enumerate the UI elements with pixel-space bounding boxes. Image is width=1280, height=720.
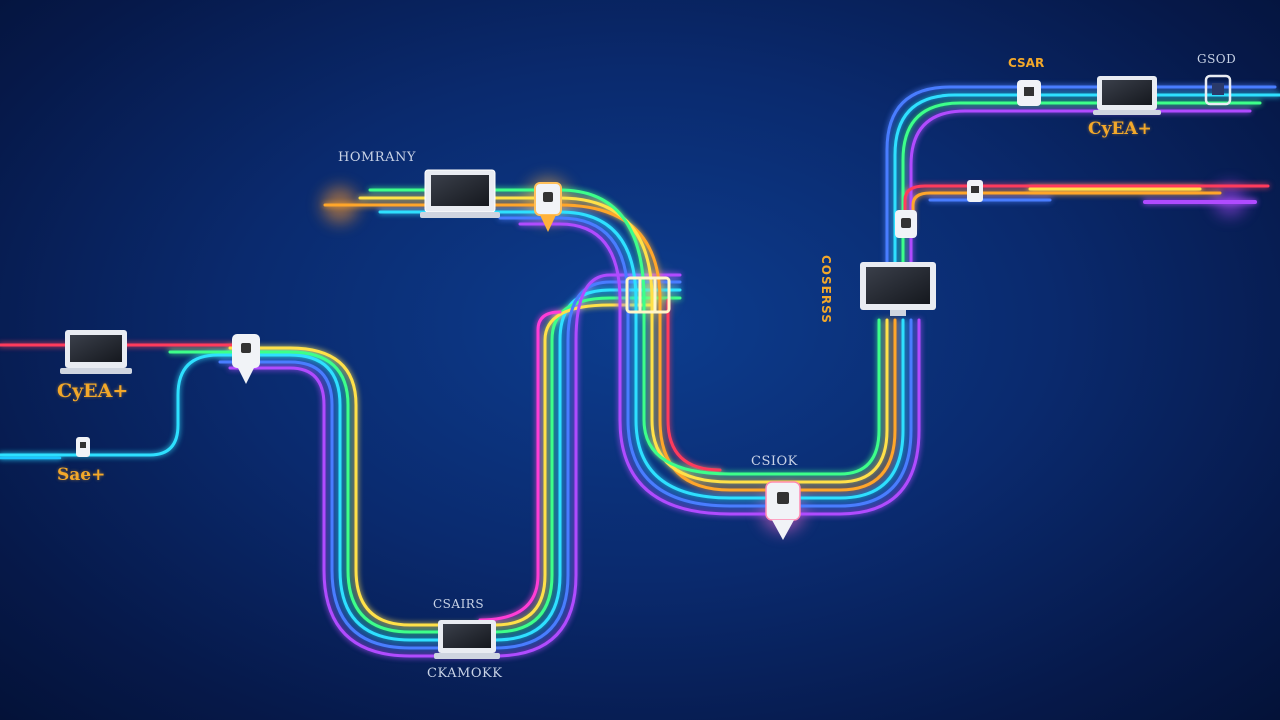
label-top-right-far: GSOD [1197, 52, 1237, 66]
laptop-bottom-icon [434, 620, 500, 659]
cable-bundle-right [885, 85, 1280, 272]
plug-left-small-icon [76, 437, 90, 457]
label-top-right-small: CSAR [1008, 56, 1045, 70]
label-vertical-right: COSERSS [819, 255, 833, 324]
label-center-bottom-node: CSIOK [751, 454, 798, 469]
cable-bundle-center [323, 188, 921, 516]
connector-bottom-center-icon [765, 481, 801, 540]
laptop-top-right-icon [1093, 76, 1161, 115]
label-bottom-node-bottom: CKAMOKK [427, 666, 503, 681]
tablet-top-right-icon [1204, 74, 1232, 106]
laptop-left-icon [60, 330, 132, 374]
connector-right-upper-icon [895, 210, 917, 238]
monitor-right-icon [860, 262, 936, 316]
connector-left-icon [232, 334, 260, 384]
glow-halos [322, 178, 1246, 532]
label-left-small: Sae+ [57, 465, 106, 485]
label-top-right-brand: CyEA+ [1088, 119, 1152, 139]
plug-right-top-icon [967, 180, 983, 202]
laptop-top-left-icon [420, 169, 500, 218]
connector-top-left-icon [534, 182, 562, 232]
label-top-left-node: HOMRANY [338, 150, 416, 165]
label-bottom-node-top: CSAIRS [433, 597, 485, 611]
label-left-brand: CyEA+ [57, 380, 129, 402]
junction-center-icon [625, 276, 671, 314]
plug-top-right-small-icon [1017, 80, 1041, 106]
